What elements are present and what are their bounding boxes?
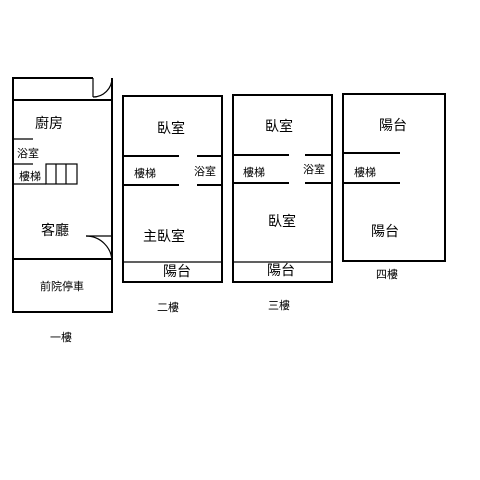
floor-3-balcony-label: 陽台 [267,263,295,279]
floor-3-plan: 臥室 樓梯 浴室 臥室 陽台 三樓 [232,94,333,312]
floor-1-title: 一樓 [50,330,72,344]
floor-1-kitchen-label: 廚房 [35,115,63,132]
floor-4-balcony1-label: 陽台 [379,118,407,134]
floor-3-title: 三樓 [268,298,290,312]
floor-1-parking-label: 前院停車 [40,279,84,293]
floor-1-door-arc [92,77,113,98]
floor-2-stairs-label: 樓梯 [134,166,156,180]
floor-4-stairs-label: 樓梯 [354,165,376,179]
floor-4-plan: 陽台 樓梯 陽台 四樓 [342,93,446,281]
floor-1-living-label: 客廳 [41,222,69,239]
floor-1-stair-box [45,163,78,185]
floor-1-plan: 廚房 浴室 樓梯 客廳 前院停車 一樓 [12,77,113,344]
floor-1-living-door-arc [85,235,113,263]
floor-2-outer-wall [122,95,223,283]
floor-3-stairs-label: 樓梯 [243,165,265,179]
floor-3-bedroom1-label: 臥室 [265,118,293,135]
floor-4-outer-wall [342,93,446,262]
floor-3-bedroom2-label: 臥室 [268,213,296,230]
floor-2-bedroom-label: 臥室 [157,120,185,137]
floor-2-master-label: 主臥室 [143,228,185,245]
floor-1-outer-wall [12,77,113,313]
floor-3-outer-wall [232,94,333,283]
floor-3-bath-label: 浴室 [303,162,325,176]
floor-2-plan: 臥室 樓梯 浴室 主臥室 陽台 二樓 [122,95,223,314]
floor-4-title: 四樓 [376,267,398,281]
floor-1-stairs-label: 樓梯 [19,169,41,183]
floor-4-balcony2-label: 陽台 [371,224,399,240]
floor-1-bath-label: 浴室 [17,146,39,160]
floor-2-bath-label: 浴室 [194,164,216,178]
floor-2-balcony-label: 陽台 [163,264,191,280]
floor-2-title: 二樓 [157,300,179,314]
